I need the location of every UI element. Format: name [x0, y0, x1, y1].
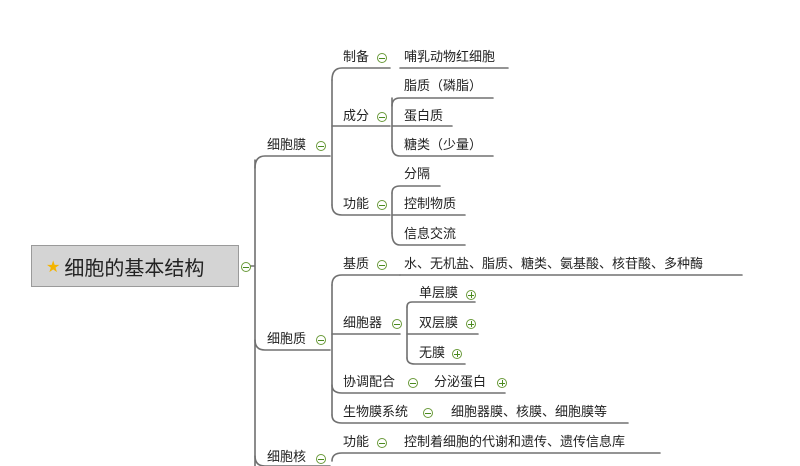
node-membrane-composition[interactable]: 成分	[343, 109, 370, 124]
node-organelle-item-3[interactable]: 无膜	[419, 346, 446, 361]
collapse-toggle-root[interactable]	[241, 262, 251, 272]
node-cytoplasm-coordination-value[interactable]: 分泌蛋白	[434, 375, 487, 390]
collapse-toggle-nucleus[interactable]	[316, 454, 326, 464]
root-node[interactable]: ★ 细胞的基本结构	[31, 245, 239, 287]
node-cytoplasm-matrix[interactable]: 基质	[343, 257, 370, 272]
collapse-toggle-nucleus-function[interactable]	[377, 438, 387, 448]
node-nucleus[interactable]: 细胞核	[267, 450, 307, 465]
node-function-item-3[interactable]: 信息交流	[404, 227, 457, 242]
node-membrane[interactable]: 细胞膜	[267, 138, 307, 153]
node-cytoplasm-organelles[interactable]: 细胞器	[343, 316, 383, 331]
root-node-label: 细胞的基本结构	[64, 255, 205, 280]
node-composition-item-2[interactable]: 蛋白质	[404, 109, 444, 124]
collapse-toggle-cytoplasm-coordination[interactable]	[408, 378, 418, 388]
collapse-toggle-membrane-composition[interactable]	[377, 112, 387, 122]
collapse-toggle-cytoplasm-matrix[interactable]	[377, 260, 387, 270]
node-organelle-item-1[interactable]: 单层膜	[419, 286, 459, 301]
connector-membrane	[254, 155, 331, 169]
node-cytoplasm[interactable]: 细胞质	[267, 332, 307, 347]
node-nucleus-function-value[interactable]: 控制着细胞的代谢和遗传、遗传信息库	[404, 435, 626, 450]
connector-root-trunk	[246, 159, 256, 466]
node-cytoplasm-biomembrane[interactable]: 生物膜系统	[343, 405, 409, 420]
node-function-item-2[interactable]: 控制物质	[404, 197, 457, 212]
collapse-toggle-membrane-prep[interactable]	[377, 53, 387, 63]
collapse-toggle-cytoplasm-organelles[interactable]	[392, 319, 402, 329]
node-membrane-prep-value[interactable]: 哺乳动物红细胞	[404, 50, 496, 65]
node-nucleus-function[interactable]: 功能	[343, 435, 370, 450]
node-organelle-item-2[interactable]: 双层膜	[419, 316, 459, 331]
star-icon: ★	[46, 256, 61, 276]
node-composition-item-3[interactable]: 糖类（少量）	[404, 138, 483, 153]
collapse-toggle-cytoplasm-biomembrane[interactable]	[423, 408, 433, 418]
collapse-toggle-membrane[interactable]	[316, 141, 326, 151]
node-cytoplasm-coordination[interactable]: 协调配合	[343, 375, 396, 390]
expand-toggle-organelle-1[interactable]	[466, 290, 476, 300]
node-composition-item-1[interactable]: 脂质（磷脂）	[404, 79, 483, 94]
node-cytoplasm-matrix-value[interactable]: 水、无机盐、脂质、糖类、氨基酸、核苷酸、多种酶	[404, 257, 704, 272]
expand-toggle-organelle-2[interactable]	[466, 319, 476, 329]
node-membrane-function[interactable]: 功能	[343, 197, 370, 212]
expand-toggle-organelle-3[interactable]	[452, 349, 462, 359]
collapse-toggle-membrane-function[interactable]	[377, 200, 387, 210]
expand-toggle-coordination-value[interactable]	[497, 378, 507, 388]
connector-cytoplasm	[254, 339, 331, 351]
node-membrane-prep[interactable]: 制备	[343, 50, 370, 65]
collapse-toggle-cytoplasm[interactable]	[316, 335, 326, 345]
node-function-item-1[interactable]: 分隔	[404, 167, 431, 182]
node-cytoplasm-biomembrane-value[interactable]: 细胞器膜、核膜、细胞膜等	[451, 405, 608, 420]
